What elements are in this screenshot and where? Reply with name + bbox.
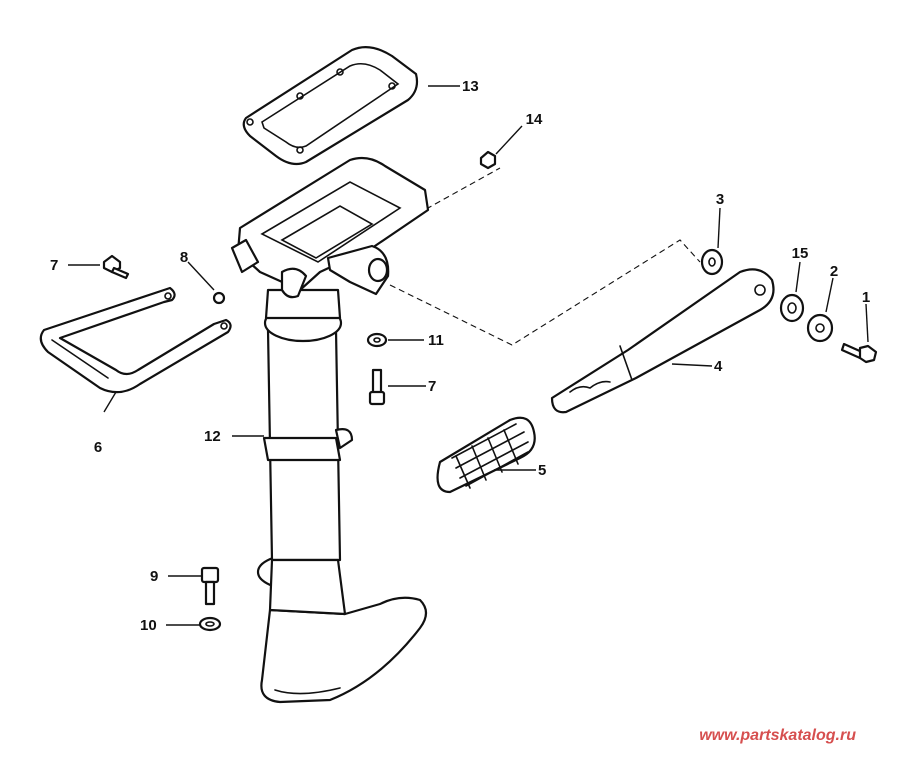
callout-7-lower: 7 [428, 378, 436, 395]
bracket-6-part [39, 286, 232, 394]
callout-3: 3 [716, 191, 724, 208]
washer-2-part [806, 313, 834, 343]
screw-7-lower-part [368, 368, 386, 406]
callout-9: 9 [150, 568, 158, 585]
washer-3-part [700, 248, 724, 276]
callout-4: 4 [714, 358, 723, 375]
bolt-9-part [200, 566, 220, 606]
screw-7-upper-part [102, 254, 130, 280]
nut-8-part [212, 291, 226, 305]
nut-14-part [479, 150, 497, 170]
gasket-part [242, 45, 419, 166]
tiller-arm-4-part [550, 268, 775, 414]
callout-labels: 1 2 3 4 5 6 7 8 9 10 11 12 13 14 15 7 [50, 78, 870, 634]
callout-5: 5 [538, 462, 546, 479]
callout-10: 10 [140, 617, 157, 634]
callout-12: 12 [204, 428, 221, 445]
washer-10-part [198, 616, 222, 632]
leader-lines [68, 85, 869, 626]
callout-1: 1 [862, 289, 870, 306]
callout-14: 14 [526, 111, 543, 128]
driveshaft-housing-part [230, 156, 430, 704]
callout-7-upper: 7 [50, 257, 58, 274]
washer-11-part [366, 332, 388, 348]
callout-13: 13 [462, 78, 479, 95]
watermark-text: www.partskatalog.ru [699, 727, 856, 744]
callout-6: 6 [94, 439, 102, 456]
callout-11: 11 [428, 332, 444, 349]
callout-2: 2 [830, 263, 838, 280]
handle-grip-5-part [436, 416, 536, 494]
callout-15: 15 [792, 245, 809, 262]
bolt-1-part [840, 342, 878, 364]
washer-15-part [779, 293, 805, 323]
callout-8: 8 [180, 249, 188, 266]
